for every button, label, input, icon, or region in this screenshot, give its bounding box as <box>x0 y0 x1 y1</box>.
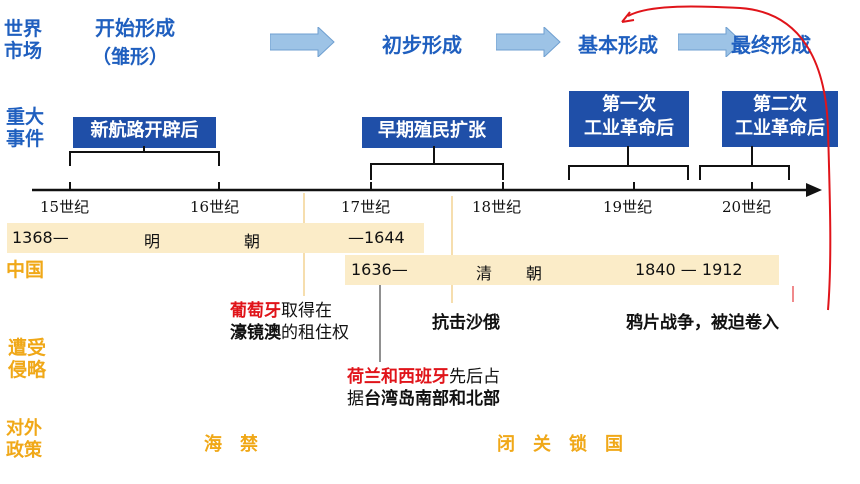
century-18: 18世纪 <box>472 198 522 216</box>
ming-end: —1644 <box>348 228 405 247</box>
qing-years: 1840 — 1912 <box>635 260 743 279</box>
stage-basic: 基本形成 <box>578 33 658 57</box>
invasion-label: 遭受 侵略 <box>8 337 47 381</box>
timeline-ticks <box>69 182 753 190</box>
taiwan-name: 台湾岛南部和北部 <box>364 389 500 409</box>
policy-label: 对外 政策 <box>6 418 42 461</box>
stage-initial: 初步形成 <box>382 33 462 57</box>
qing-start: 1636— <box>351 260 408 279</box>
brace-early-colonial <box>370 163 504 180</box>
macau-rest: 的租住权 <box>281 323 349 343</box>
stage-arrow-1 <box>270 27 335 57</box>
stage-arrow-3 <box>678 27 743 57</box>
brace-new-routes <box>69 151 220 166</box>
note-russia: 抗击沙俄 <box>432 313 500 333</box>
brace-second-industrial <box>699 165 790 180</box>
qing-name-1: 清 <box>476 264 493 283</box>
event-second-industrial: 第二次 工业革命后 <box>722 91 838 147</box>
qing-band <box>345 255 779 285</box>
stage-start-sub: （雏形） <box>92 46 169 68</box>
ming-start: 1368— <box>12 228 69 247</box>
policy-closed-door: 闭 关 锁 国 <box>497 434 623 455</box>
century-16: 16世纪 <box>190 198 240 216</box>
note-opium-war: 鸦片战争，被迫卷入 <box>626 313 779 333</box>
event-first-industrial: 第一次 工业革命后 <box>569 91 689 147</box>
ming-name-2: 朝 <box>244 232 261 251</box>
note-portugal: 葡萄牙取得在 濠镜澳的租住权 <box>230 300 349 344</box>
policy-sea-ban: 海 禁 <box>204 434 258 455</box>
qing-name-2: 朝 <box>526 264 543 283</box>
events-label: 重大 事件 <box>6 106 45 150</box>
note-dutch-spain: 荷兰和西班牙先后占 据台湾岛南部和北部 <box>347 366 500 410</box>
century-17: 17世纪 <box>341 198 391 216</box>
macau-name: 濠镜澳 <box>230 323 281 343</box>
stage-arrow-2 <box>496 27 561 57</box>
event-new-routes: 新航路开辟后 <box>73 117 216 148</box>
century-20: 20世纪 <box>722 198 772 216</box>
stage-final: 最终形成 <box>731 33 811 57</box>
dutch-spain-name: 荷兰和西班牙 <box>347 367 449 387</box>
taiwan-pre: 据 <box>347 389 364 409</box>
portugal-name: 葡萄牙 <box>230 301 281 321</box>
century-15: 15世纪 <box>40 198 90 216</box>
dutch-spain-rest: 先后占 <box>449 367 500 387</box>
brace-first-industrial <box>568 165 689 180</box>
annotation-arc <box>627 5 832 311</box>
event-early-colonial: 早期殖民扩张 <box>362 117 502 148</box>
china-label: 中国 <box>6 259 45 281</box>
century-19: 19世纪 <box>603 198 653 216</box>
ming-name-1: 明 <box>144 232 161 251</box>
stage-start: 开始形成 <box>95 16 175 40</box>
portugal-rest: 取得在 <box>281 301 332 321</box>
ming-band <box>7 223 424 253</box>
world-market-label: 世界 市场 <box>4 18 43 62</box>
